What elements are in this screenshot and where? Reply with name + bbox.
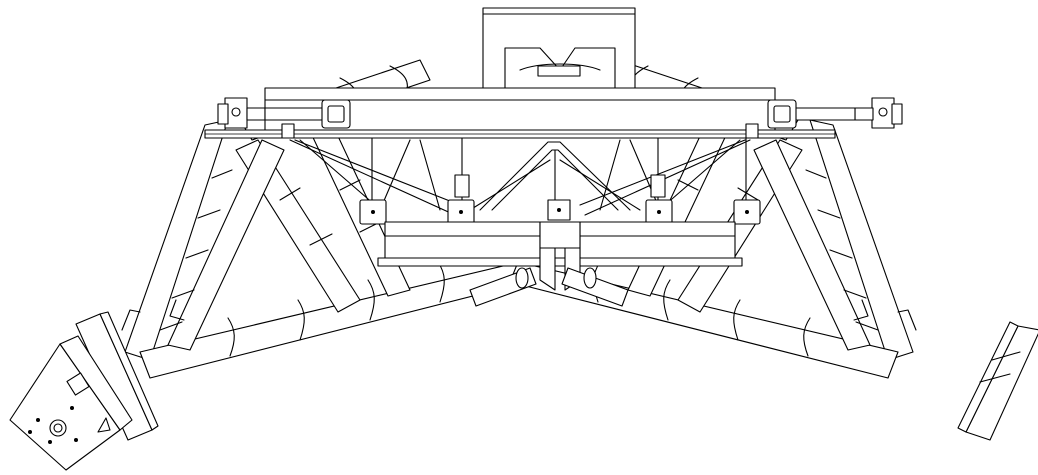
left-actuator	[217, 97, 351, 129]
right-foot-plate	[957, 321, 1038, 441]
right-actuator	[767, 97, 903, 129]
left-lattice-leg	[121, 59, 529, 379]
top-mounting-block	[482, 7, 636, 89]
lower-platform	[377, 221, 743, 307]
center-truss	[289, 137, 761, 225]
left-foot-plate	[9, 311, 159, 471]
